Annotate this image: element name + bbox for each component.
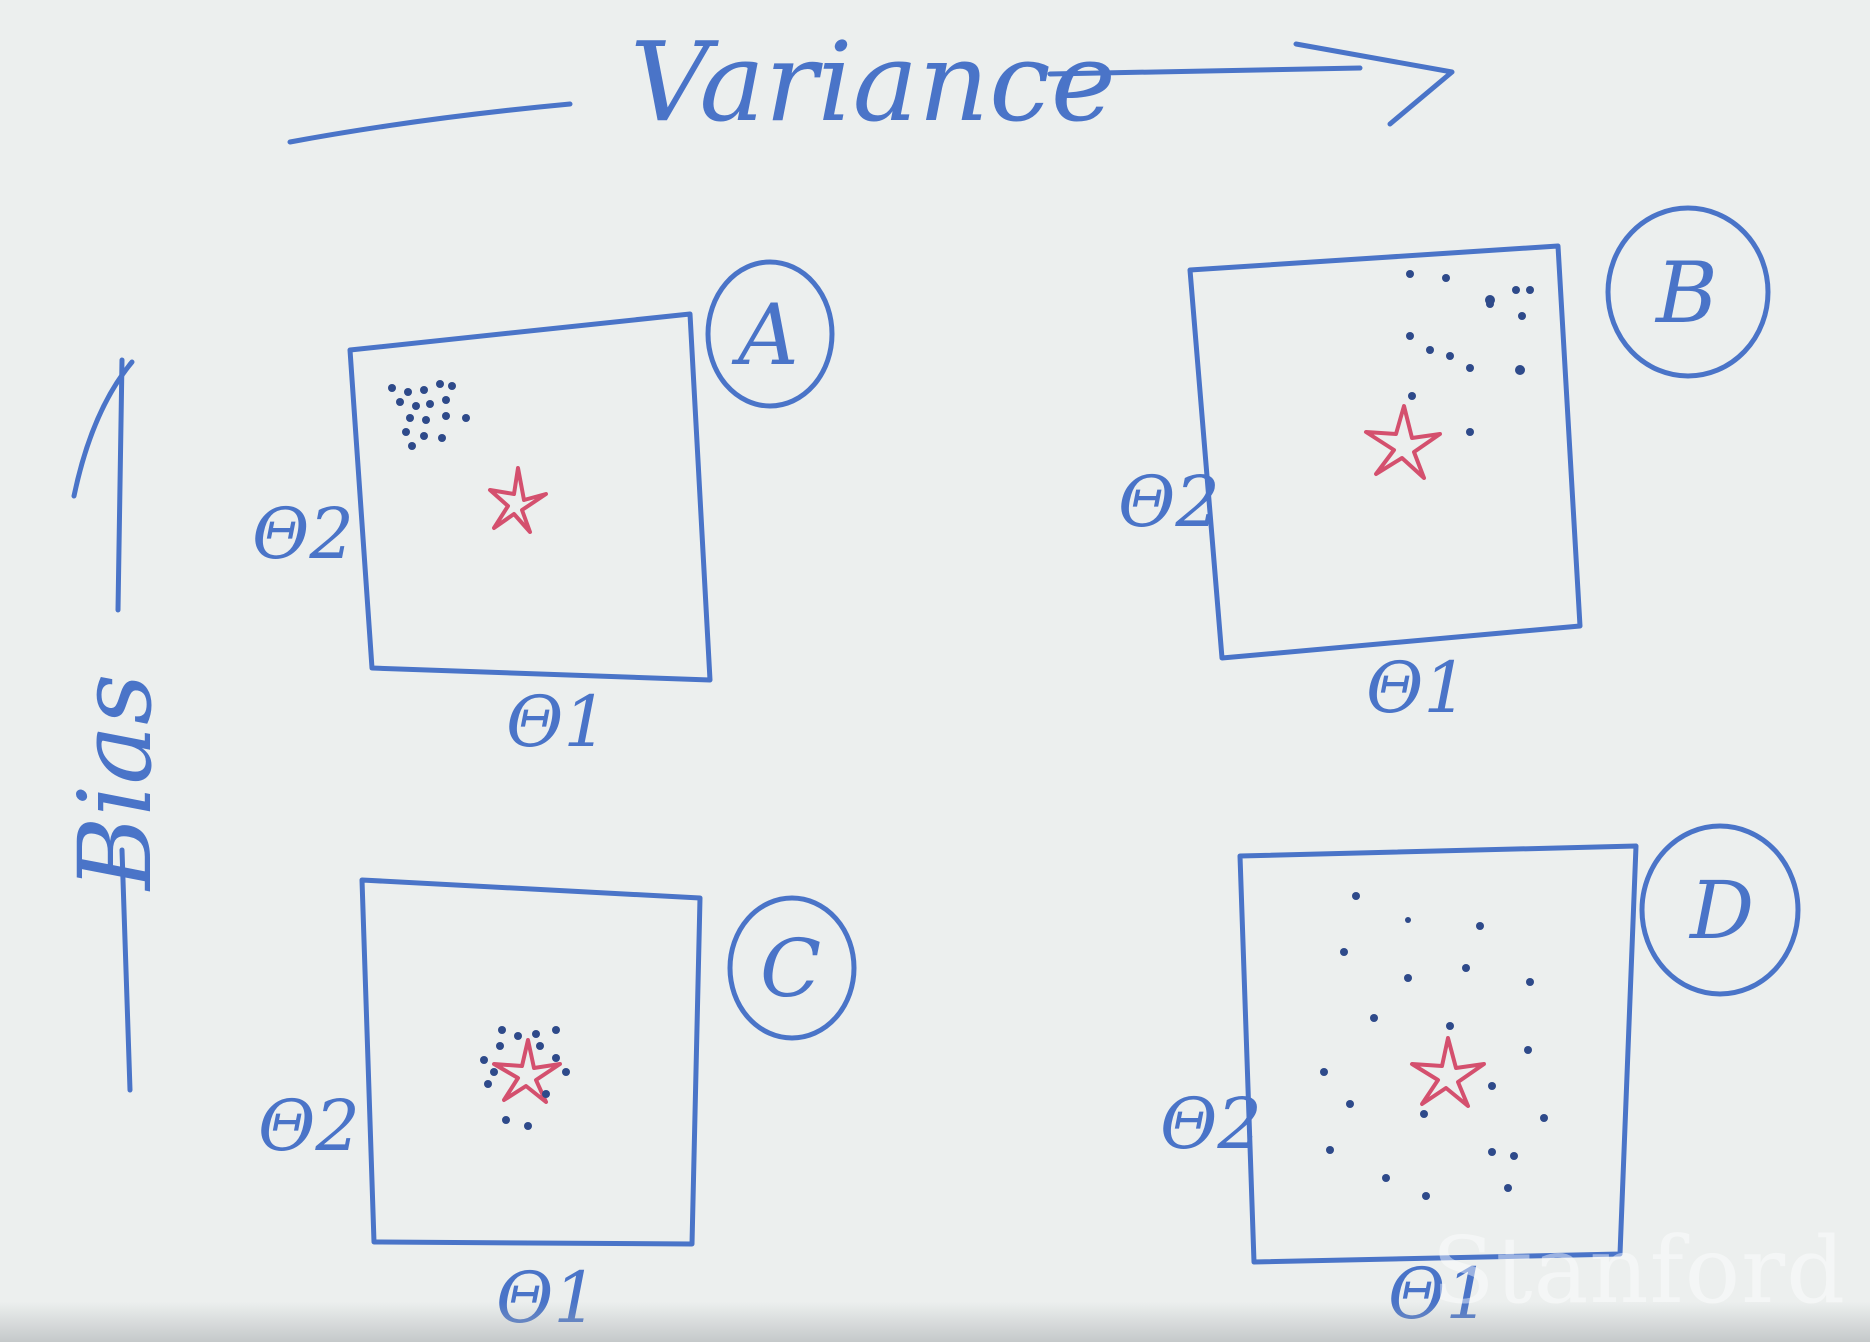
panel-c-star xyxy=(492,1038,562,1104)
panel-c-dots xyxy=(480,1026,570,1130)
bottom-shade xyxy=(0,1302,1870,1342)
dot-clusters xyxy=(388,270,1548,1200)
panel-d-ylabel: Θ2 xyxy=(1160,1083,1262,1165)
badge-a-label: A xyxy=(731,286,799,384)
panel-d-star xyxy=(1410,1036,1486,1108)
badge-b-label: B xyxy=(1654,244,1718,342)
panel-b-ylabel: Θ2 xyxy=(1118,461,1220,543)
variance-label: Variance xyxy=(630,18,1116,146)
bias-arrowhead xyxy=(71,359,135,499)
panel-a-frame xyxy=(347,311,713,683)
badge-b-circle xyxy=(1605,205,1771,379)
variance-arrowhead xyxy=(1293,41,1455,127)
variance-arrow-left xyxy=(287,101,573,145)
panel-b-xlabel: Θ1 xyxy=(1366,647,1468,729)
panel-a-ylabel: Θ2 xyxy=(252,493,354,575)
panel-b-frame xyxy=(1187,243,1583,661)
bias-arrow-line xyxy=(115,357,133,1093)
panel-c-frame xyxy=(359,877,703,1247)
panel-d-frame xyxy=(1237,843,1639,1265)
panel-b-star xyxy=(1364,404,1442,480)
panel-d-dots xyxy=(1320,892,1548,1200)
panel-a-dots xyxy=(388,380,470,450)
variance-arrow-right xyxy=(1047,65,1363,77)
panel-a-xlabel: Θ1 xyxy=(506,681,608,763)
badge-d-circle xyxy=(1639,823,1801,997)
panel-a-star xyxy=(488,466,548,534)
stanford-watermark: Stanford xyxy=(1431,1217,1846,1324)
panel-c-ylabel: Θ2 xyxy=(258,1085,360,1167)
badge-d-label: D xyxy=(1688,864,1754,957)
badge-c-label: C xyxy=(760,922,821,1015)
panel-b-dots xyxy=(1406,270,1534,436)
bias-label: Bias xyxy=(57,674,174,892)
badge-a-circle xyxy=(705,259,835,409)
badge-c-circle xyxy=(727,895,857,1041)
